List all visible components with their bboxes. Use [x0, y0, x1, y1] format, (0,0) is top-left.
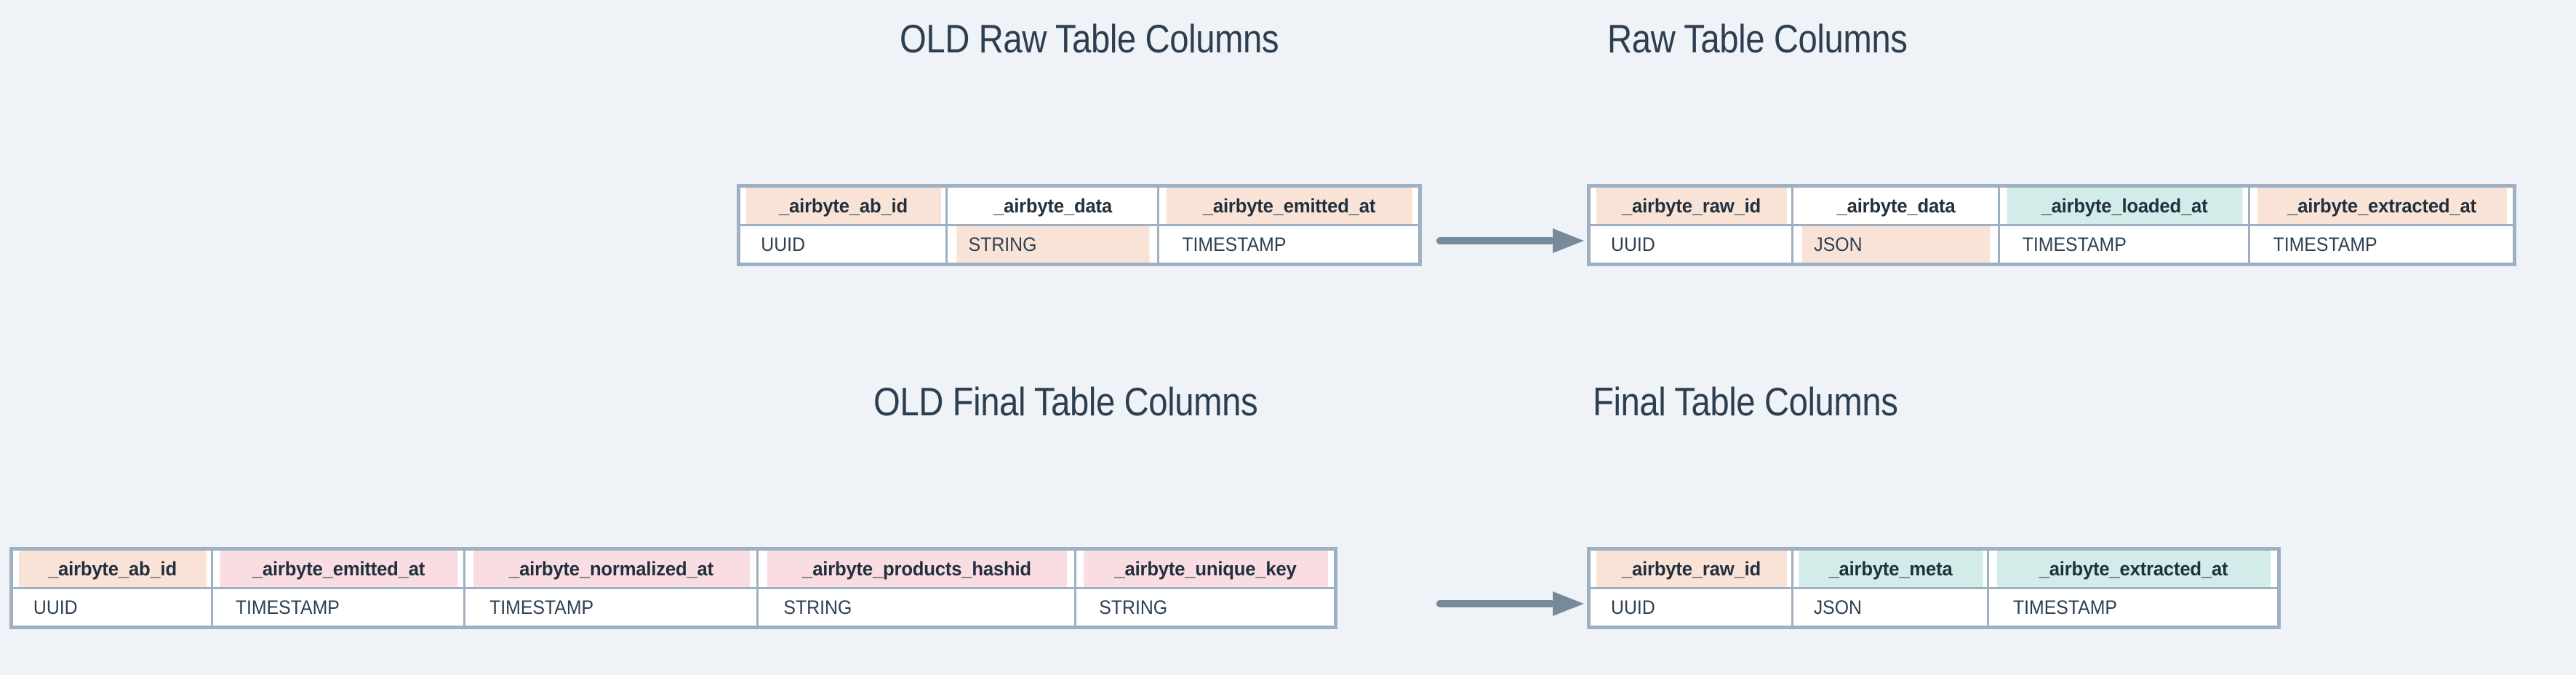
table-final-columns: _airbyte_raw_id_airbyte_meta_airbyte_ext… — [1587, 547, 2281, 629]
column-type-airbyte-emitted-at: TIMESTAMP — [1167, 224, 1411, 265]
column-type-airbyte-normalized-at: TIMESTAMP — [475, 587, 747, 628]
column-type-airbyte-extracted-at: TIMESTAMP — [2258, 224, 2505, 265]
table-row: UUID JSON TIMESTAMP TIMESTAMP — [1589, 224, 2515, 265]
table-header-row: _airbyte_raw_id_airbyte_data_airbyte_loa… — [1589, 185, 2515, 226]
column-header-airbyte-data: _airbyte_data — [951, 185, 1154, 226]
column-type-airbyte-emitted-at: TIMESTAMP — [221, 587, 455, 628]
column-header-airbyte-extracted-at: _airbyte_extracted_at — [2255, 185, 2509, 226]
raw-migration-arrow-icon — [1436, 224, 1585, 257]
table-old-raw-columns: _airbyte_ab_id_airbyte_data_airbyte_emit… — [737, 184, 1422, 266]
column-header-airbyte-emitted-at: _airbyte_emitted_at — [217, 548, 460, 589]
final-migration-arrow-icon — [1436, 587, 1585, 620]
column-type-airbyte-ab-id: UUID — [18, 587, 205, 628]
column-type-airbyte-loaded-at: TIMESTAMP — [2007, 224, 2241, 265]
column-type-airbyte-raw-id: UUID — [1596, 587, 1785, 628]
column-header-airbyte-raw-id: _airbyte_raw_id — [1593, 548, 1788, 589]
column-header-airbyte-products-hashid: _airbyte_products_hashid — [764, 548, 1069, 589]
title-final-table-columns: Final Table Columns — [1593, 379, 1898, 424]
column-type-airbyte-ab-id: UUID — [745, 224, 940, 265]
table-header-row: _airbyte_ab_id_airbyte_emitted_at _airbyt… — [12, 548, 1336, 589]
table-old-final-columns: _airbyte_ab_id_airbyte_emitted_at _airbyt… — [9, 547, 1337, 629]
column-type-airbyte-extracted-at: TIMESTAMP — [1999, 587, 2268, 628]
column-header-airbyte-extracted-at: _airbyte_extracted_at — [1994, 548, 2273, 589]
column-header-airbyte-loaded-at: _airbyte_loaded_at — [2004, 185, 2244, 226]
table-row: UUID TIMESTAMP TIMESTAMP STRING STRING — [12, 587, 1336, 628]
title-raw-table-columns: Raw Table Columns — [1607, 16, 1908, 61]
column-type-airbyte-products-hashid: STRING — [769, 587, 1064, 628]
title-old-final-table-columns: OLD Final Table Columns — [873, 379, 1258, 424]
table-header-row: _airbyte_ab_id_airbyte_data_airbyte_emit… — [739, 185, 1420, 226]
table-row: UUID STRING TIMESTAMP — [739, 224, 1420, 265]
column-type-airbyte-meta: JSON — [1799, 587, 1982, 628]
column-header-airbyte-normalized-at: _airbyte_normalized_at — [471, 548, 751, 589]
column-header-airbyte-emitted-at: _airbyte_emitted_at — [1164, 185, 1415, 226]
title-old-raw-table-columns: OLD Raw Table Columns — [900, 16, 1279, 61]
column-header-airbyte-data: _airbyte_data — [1796, 185, 1995, 226]
column-type-airbyte-unique-key: STRING — [1084, 587, 1327, 628]
column-header-airbyte-ab-id: _airbyte_ab_id — [743, 185, 943, 226]
table-header-row: _airbyte_raw_id_airbyte_meta_airbyte_ext… — [1589, 548, 2279, 589]
table-raw-columns: _airbyte_raw_id_airbyte_data_airbyte_loa… — [1587, 184, 2516, 266]
table-row: UUID JSON TIMESTAMP — [1589, 587, 2279, 628]
column-header-airbyte-raw-id: _airbyte_raw_id — [1593, 185, 1788, 226]
column-header-airbyte-unique-key: _airbyte_unique_key — [1081, 548, 1330, 589]
column-header-airbyte-ab-id: _airbyte_ab_id — [15, 548, 209, 589]
column-header-airbyte-meta: _airbyte_meta — [1796, 548, 1985, 589]
column-type-airbyte-data: JSON — [1799, 224, 1992, 265]
column-type-airbyte-raw-id: UUID — [1596, 224, 1785, 265]
column-type-airbyte-data: STRING — [953, 224, 1151, 265]
